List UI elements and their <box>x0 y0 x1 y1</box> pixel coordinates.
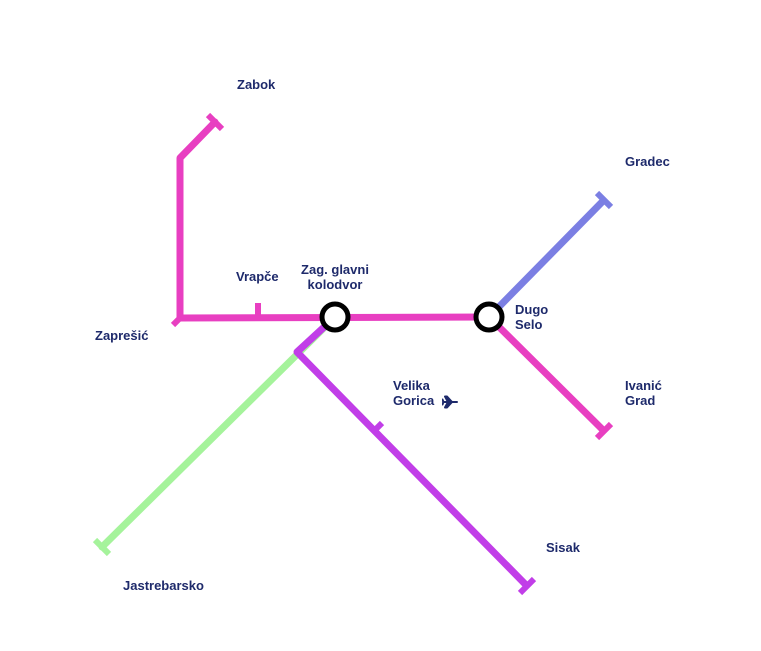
hub-dugo-selo[interactable] <box>473 301 505 333</box>
station-label-line: Zag. glavni <box>301 262 369 277</box>
station-label-line: Dugo <box>515 302 549 317</box>
terminal-sisak <box>517 576 537 596</box>
station-label-vrapce[interactable]: Vrapče <box>236 269 279 284</box>
terminal-zabok <box>205 112 225 132</box>
terminal-jastrebarsko <box>92 537 112 557</box>
station-label-sisak[interactable]: Sisak <box>546 540 580 555</box>
station-label-velika-gorica[interactable]: Velika Gorica <box>393 378 458 409</box>
station-label-text: Gorica <box>393 393 435 408</box>
line-zabok-zapresic <box>176 118 219 322</box>
station-label-line: kolodvor <box>307 277 363 292</box>
station-label-line: Grad <box>625 393 656 408</box>
line-ivanic-grad <box>486 314 607 434</box>
line-gradec <box>486 197 607 320</box>
station-label-zabok[interactable]: Zabok <box>237 77 276 92</box>
hub-zagreb-glavni-kolodvor[interactable] <box>319 301 351 333</box>
line-sisak <box>293 314 530 589</box>
tick-velika-gorica <box>369 420 385 436</box>
station-label-line: Ivanić <box>625 378 662 393</box>
station-label-line: Velika <box>393 378 430 393</box>
station-label-jastrebarsko[interactable]: Jastrebarsko <box>123 578 204 593</box>
station-label-zapresic[interactable]: Zaprešić <box>95 328 149 343</box>
station-label-dugo-selo[interactable]: Dugo Selo <box>515 302 548 332</box>
station-label-line: Selo <box>515 317 543 332</box>
station-label-line: Gorica <box>393 393 458 409</box>
terminal-gradec <box>594 190 614 210</box>
terminal-ivanic-grad <box>594 421 614 441</box>
station-label-zagreb-glavni-kolodvor[interactable]: Zag. glavni kolodvor <box>293 262 377 292</box>
airplane-icon <box>441 395 458 409</box>
tick-zapresic <box>170 314 184 328</box>
station-label-ivanic-grad[interactable]: Ivanić Grad <box>625 378 662 408</box>
station-label-gradec[interactable]: Gradec <box>625 154 670 169</box>
